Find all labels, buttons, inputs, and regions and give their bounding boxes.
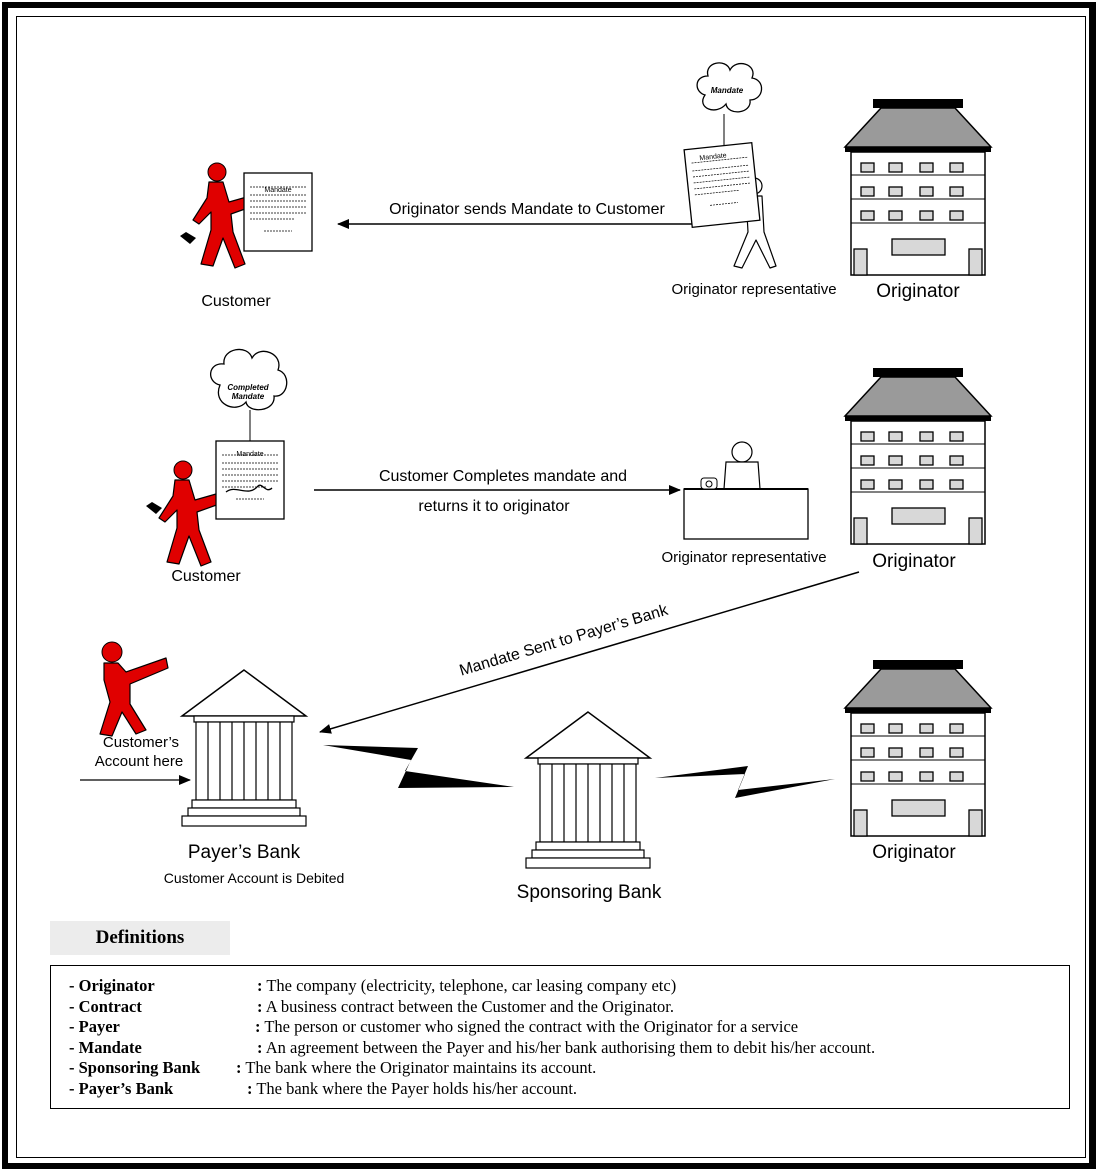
definition-text: : A business contract between the Custom…	[257, 996, 674, 1016]
payers-bank-label: Payer’s Bank	[188, 842, 301, 863]
definition-row: - Contract : A business contract between…	[51, 997, 1069, 1018]
definition-text: : An agreement between the Payer and his…	[257, 1037, 876, 1057]
mandate-thought-cloud-1: Mandate	[696, 62, 763, 146]
svg-text:Completed: Completed	[227, 383, 269, 392]
definition-term: - Payer	[69, 1017, 120, 1036]
definition-term: - Mandate	[69, 1037, 142, 1057]
definition-text: : The bank where the Originator maintain…	[236, 1058, 597, 1077]
completed-mandate-document: Mandate	[215, 440, 285, 520]
originator-rep-figure-1: Mandate	[683, 142, 777, 269]
link-payers-to-sponsoring	[323, 745, 514, 788]
svg-text:Mandate: Mandate	[236, 451, 263, 458]
definition-text: : The person or customer who signed the …	[255, 1017, 799, 1036]
originator-building-1	[844, 98, 992, 276]
payers-bank-building	[181, 669, 307, 827]
originator-building-2	[844, 367, 992, 545]
svg-text:Mandate: Mandate	[232, 392, 265, 401]
definition-term: - Sponsoring Bank	[69, 1058, 201, 1077]
customer-account-label-1: Customer’s	[103, 734, 179, 751]
originator-label-1: Originator	[876, 281, 960, 302]
originator-rep-desk	[683, 441, 809, 540]
originator-label-3: Originator	[872, 842, 956, 863]
originator-label-2: Originator	[872, 551, 956, 572]
arrow-label-send-mandate: Originator sends Mandate to Customer	[389, 201, 665, 218]
mandate-flow-diagram: Mandate Customer Originator sends Mandat…	[80, 62, 992, 903]
svg-text:Mandate: Mandate	[699, 152, 727, 162]
inner-frame	[16, 16, 1086, 1158]
definition-term: - Contract	[69, 996, 142, 1016]
arrow-mandate-to-payers-bank	[319, 571, 860, 734]
sponsoring-bank-building	[525, 711, 651, 869]
definition-term: - Payer’s Bank	[69, 1078, 174, 1098]
arrow-label-return-2: returns it to originator	[418, 498, 570, 515]
customer-label-2: Customer	[171, 568, 241, 585]
svg-text:Mandate: Mandate	[264, 187, 291, 194]
completed-mandate-cloud: Completed Mandate	[210, 348, 288, 441]
link-sponsoring-to-originator	[655, 766, 835, 798]
mandate-document-1: Mandate	[243, 172, 313, 252]
arrow-label-return-1: Customer Completes mandate and	[379, 468, 627, 485]
customer-figure-3	[99, 641, 169, 737]
customer-figure-1	[180, 162, 260, 269]
rep-label-2: Originator representative	[661, 549, 826, 566]
rep-label-1: Originator representative	[671, 281, 836, 298]
definition-row: - Mandate : An agreement between the Pay…	[51, 1038, 1069, 1059]
definitions-box: - Originator : The company (electricity,…	[50, 965, 1070, 1109]
arrow-label-mandate-to-bank: Mandate Sent to Payer’s Bank	[458, 602, 671, 680]
definition-term: - Originator	[69, 976, 155, 995]
definition-row: - Payer : The person or customer who sig…	[51, 1017, 1069, 1038]
definition-row: - Payer’s Bank : The bank where the Paye…	[51, 1079, 1069, 1100]
definition-text: : The company (electricity, telephone, c…	[257, 976, 677, 995]
originator-building-3	[844, 659, 992, 837]
svg-text:Mandate: Mandate	[711, 86, 744, 95]
customer-label-1: Customer	[201, 293, 271, 310]
customer-figure-2	[146, 460, 226, 567]
payers-bank-sub-label: Customer Account is Debited	[164, 870, 345, 886]
definition-row: - Originator : The company (electricity,…	[51, 976, 1069, 997]
definitions-title: Definitions	[50, 921, 230, 955]
definition-row: - Sponsoring Bank : The bank where the O…	[51, 1058, 1069, 1079]
definition-text: : The bank where the Payer holds his/her…	[247, 1078, 578, 1098]
customer-account-label-2: Account here	[95, 753, 183, 770]
sponsoring-bank-label: Sponsoring Bank	[517, 882, 662, 903]
